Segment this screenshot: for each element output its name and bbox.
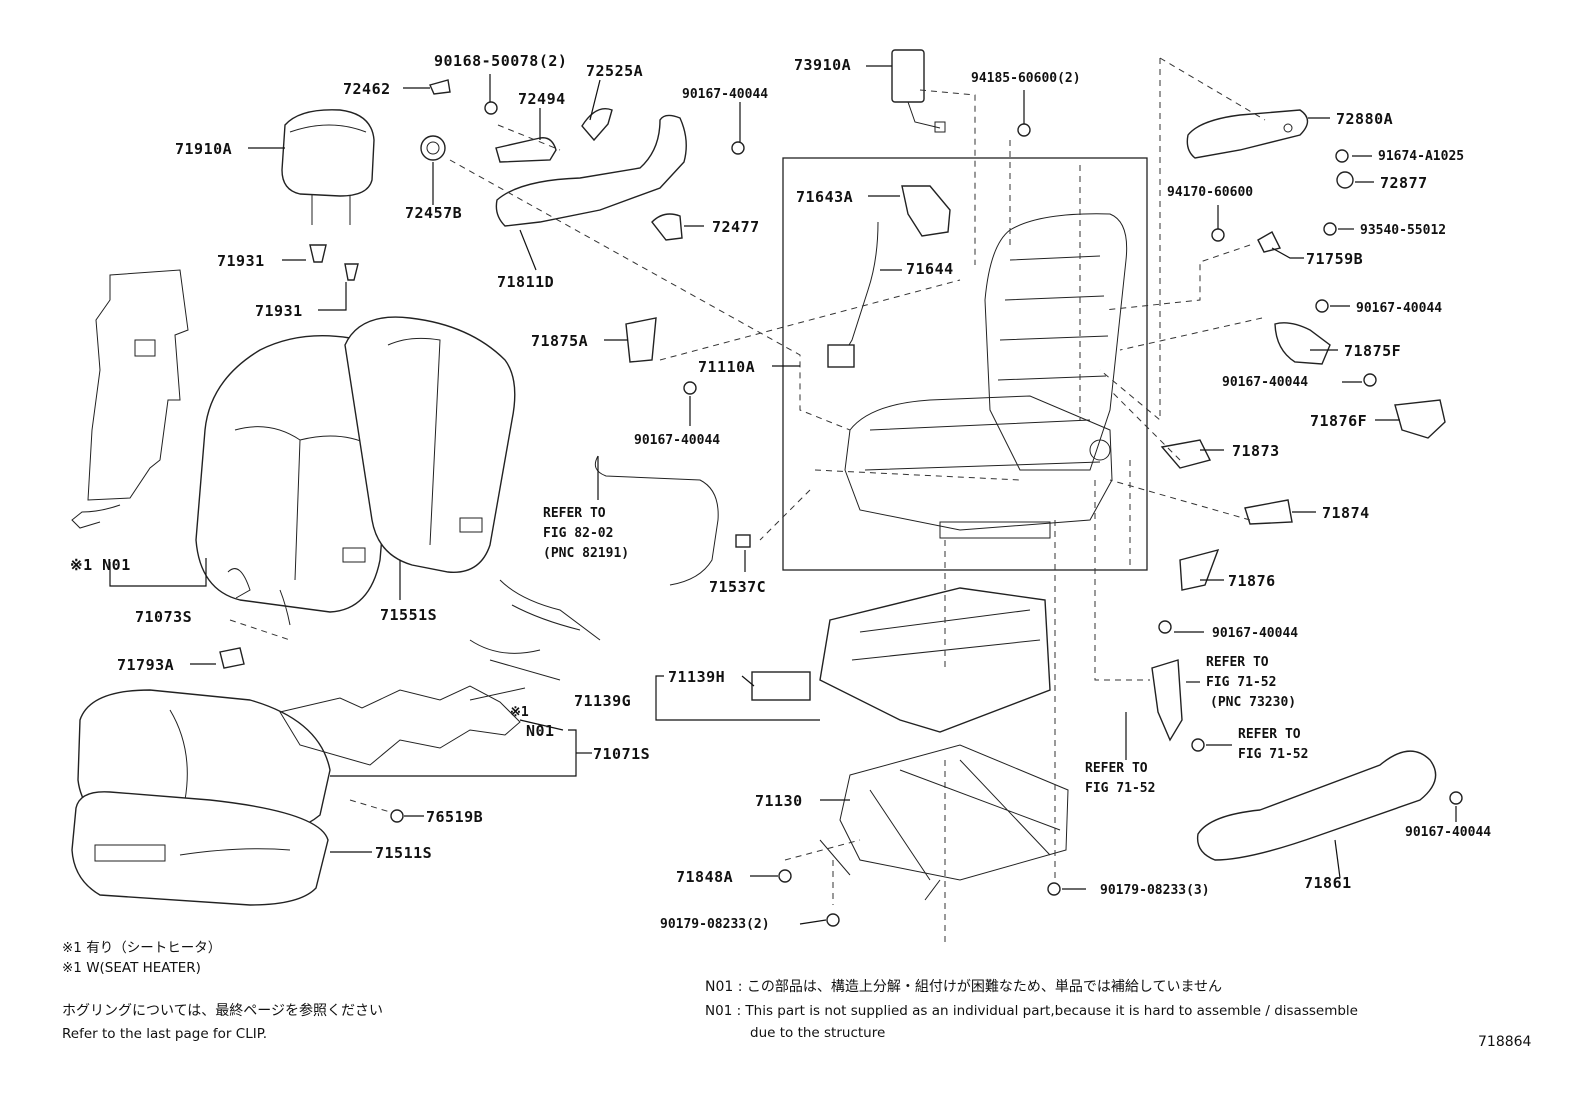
part-label[interactable]: 71875F (1344, 342, 1401, 360)
harness-drawing (827, 185, 951, 368)
diagram-id: 718864 (1478, 1034, 1532, 1050)
part-label[interactable]: N01 (526, 722, 555, 740)
fastener-drawings (219, 101, 1463, 927)
part-label[interactable]: 90167-40044 (682, 87, 768, 102)
part-label[interactable]: 71644 (906, 260, 954, 278)
part-label[interactable]: 71874 (1322, 504, 1370, 522)
part-label[interactable]: 71875A (531, 332, 588, 350)
part-label[interactable]: 71873 (1232, 442, 1280, 460)
refer-line[interactable]: FIG 71-52 (1238, 747, 1308, 762)
part-label[interactable]: 71130 (755, 792, 803, 810)
right-brackets-drawing (625, 231, 1446, 742)
refer-line[interactable]: (PNC 82191) (543, 546, 629, 561)
part-label[interactable]: 72880A (1336, 110, 1393, 128)
part-label[interactable]: 90167-40044 (1405, 825, 1491, 840)
heater-mat-back-drawing (71, 269, 189, 529)
part-label[interactable]: 71793A (117, 656, 174, 674)
part-label[interactable]: 71139G (574, 692, 631, 710)
part-label[interactable]: 71876F (1310, 412, 1367, 430)
part-label[interactable]: 71759B (1306, 250, 1363, 268)
switch-drawing (891, 49, 946, 133)
part-labels: 90168-50078(2) 72525A 72462 72494 90167-… (70, 52, 1491, 932)
refer-line[interactable]: (PNC 73230) (1210, 695, 1296, 710)
wire-harness-drawing (469, 455, 719, 681)
part-label[interactable]: 71643A (796, 188, 853, 206)
seat-base-drawing (751, 587, 1051, 733)
footnote-n01-en-cont: due to the structure (750, 1025, 886, 1041)
part-label[interactable]: 76519B (426, 808, 483, 826)
refer-line[interactable]: REFER TO (1238, 727, 1301, 742)
footnote-mark-jp: ※1 有り（シートヒータ） (62, 940, 222, 956)
seat-frame-box (782, 157, 1148, 571)
part-label[interactable]: 71848A (676, 868, 733, 886)
part-label[interactable]: 71861 (1304, 874, 1352, 892)
part-label[interactable]: 90167-40044 (1222, 375, 1308, 390)
refer-line[interactable]: FIG 71-52 (1085, 781, 1155, 796)
part-label[interactable]: 72525A (586, 62, 643, 80)
cushion-drawing (71, 689, 331, 906)
part-label[interactable]: 91674-A1025 (1378, 149, 1464, 164)
part-label[interactable]: 90167-40044 (1212, 626, 1298, 641)
part-label[interactable]: 90168-50078(2) (434, 52, 567, 70)
part-label[interactable]: 71511S (375, 844, 432, 862)
refer-line[interactable]: FIG 71-52 (1206, 675, 1276, 690)
armrest-drawing (1186, 109, 1309, 159)
refer-blocks: REFER TO FIG 82-02 (PNC 82191) REFER TO … (543, 506, 1308, 796)
heater-mat-cushion-drawing (279, 685, 526, 766)
part-label[interactable]: ※1 (510, 705, 529, 720)
part-label[interactable]: 90167-40044 (1356, 301, 1442, 316)
part-label[interactable]: 90179-08233(3) (1100, 883, 1210, 898)
footnote-n01-jp: N01 : この部品は、構造上分解・組付けが困難なため、単品では補給していません (705, 979, 1223, 995)
part-label[interactable]: 72457B (405, 204, 462, 222)
part-label[interactable]: 71071S (593, 745, 650, 763)
footnote-clip-jp: ホグリングについては、最終ページを参照ください (62, 1003, 384, 1019)
part-label[interactable]: 94170-60600 (1167, 185, 1253, 200)
part-label[interactable]: 71551S (380, 606, 437, 624)
side-cover-drawing (1196, 750, 1437, 861)
part-label[interactable]: 71537C (709, 578, 766, 596)
leader-lines (109, 65, 1457, 925)
part-label[interactable]: 71876 (1228, 572, 1276, 590)
footnote-n01-en: N01 : This part is not supplied as an in… (705, 1003, 1358, 1019)
part-label[interactable]: ※1 N01 (70, 556, 131, 574)
part-label[interactable]: 71910A (175, 140, 232, 158)
part-label[interactable]: 71811D (497, 273, 554, 291)
part-label[interactable]: 71073S (135, 608, 192, 626)
footnote-mark-en: ※1 W(SEAT HEATER) (62, 960, 201, 976)
part-label[interactable]: 72477 (712, 218, 760, 236)
dashed-guides (229, 57, 1266, 945)
refer-line[interactable]: REFER TO (1085, 761, 1148, 776)
part-label[interactable]: 71931 (217, 252, 265, 270)
part-label[interactable]: 93540-55012 (1360, 223, 1446, 238)
refer-line[interactable]: REFER TO (543, 506, 606, 521)
part-label[interactable]: 90179-08233(2) (660, 917, 770, 932)
part-label[interactable]: 94185-60600(2) (971, 71, 1081, 86)
riser-drawing (819, 744, 1069, 901)
part-label[interactable]: 71139H (668, 668, 725, 686)
refer-line[interactable]: FIG 82-02 (543, 526, 613, 541)
part-label[interactable]: 71931 (255, 302, 303, 320)
seat-frame-drawing (844, 213, 1128, 539)
part-label[interactable]: 90167-40044 (634, 433, 720, 448)
part-label[interactable]: 71110A (698, 358, 755, 376)
refer-line[interactable]: REFER TO (1206, 655, 1269, 670)
part-label[interactable]: 72462 (343, 80, 391, 98)
headrest-drawing (281, 109, 375, 225)
footnote-clip-en: Refer to the last page for CLIP. (62, 1026, 268, 1042)
part-label[interactable]: 72877 (1380, 174, 1428, 192)
part-label[interactable]: 73910A (794, 56, 851, 74)
part-label[interactable]: 72494 (518, 90, 566, 108)
seatback-pad-drawing (342, 316, 516, 573)
side-shield-drawing (420, 79, 687, 241)
